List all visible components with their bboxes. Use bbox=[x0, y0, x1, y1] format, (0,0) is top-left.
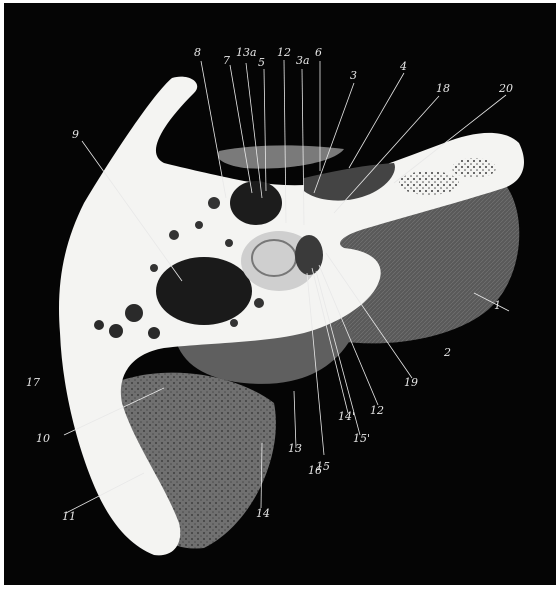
label-1: 1 bbox=[494, 300, 501, 311]
label-5-top: 5 bbox=[258, 57, 265, 68]
label-6: 6 bbox=[315, 47, 322, 58]
label-10: 10 bbox=[36, 433, 50, 444]
vestibule bbox=[295, 235, 323, 275]
label-13a: 13a bbox=[236, 47, 257, 58]
label-20: 20 bbox=[499, 83, 513, 94]
label-15-prime: 15' bbox=[353, 433, 370, 444]
label-17: 17 bbox=[26, 377, 40, 388]
label-7: 7 bbox=[223, 55, 230, 66]
label-12-bottom: 12 bbox=[370, 405, 384, 416]
label-19: 19 bbox=[404, 377, 418, 388]
label-8-top: 8 bbox=[194, 47, 201, 58]
label-12-top: 12 bbox=[277, 47, 291, 58]
label-9: 9 bbox=[72, 129, 79, 140]
tympanic-cavity bbox=[156, 257, 252, 325]
label-3: 3 bbox=[350, 70, 357, 81]
label-4: 4 bbox=[400, 61, 407, 72]
label-14: 14 bbox=[256, 508, 270, 519]
label-11: 11 bbox=[62, 511, 76, 522]
label-2: 2 bbox=[444, 347, 451, 358]
anatomical-section-drawing bbox=[4, 3, 556, 585]
label-14-prime: 14' bbox=[338, 411, 355, 422]
figure-frame: 8 7 13a 5 12 3a 6 3 4 18 20 9 1 2 17 10 … bbox=[4, 3, 556, 585]
antrum bbox=[230, 181, 282, 225]
label-16: 16 bbox=[308, 465, 322, 476]
label-3a: 3a bbox=[296, 55, 310, 66]
label-13: 13 bbox=[288, 443, 302, 454]
label-18: 18 bbox=[436, 83, 450, 94]
